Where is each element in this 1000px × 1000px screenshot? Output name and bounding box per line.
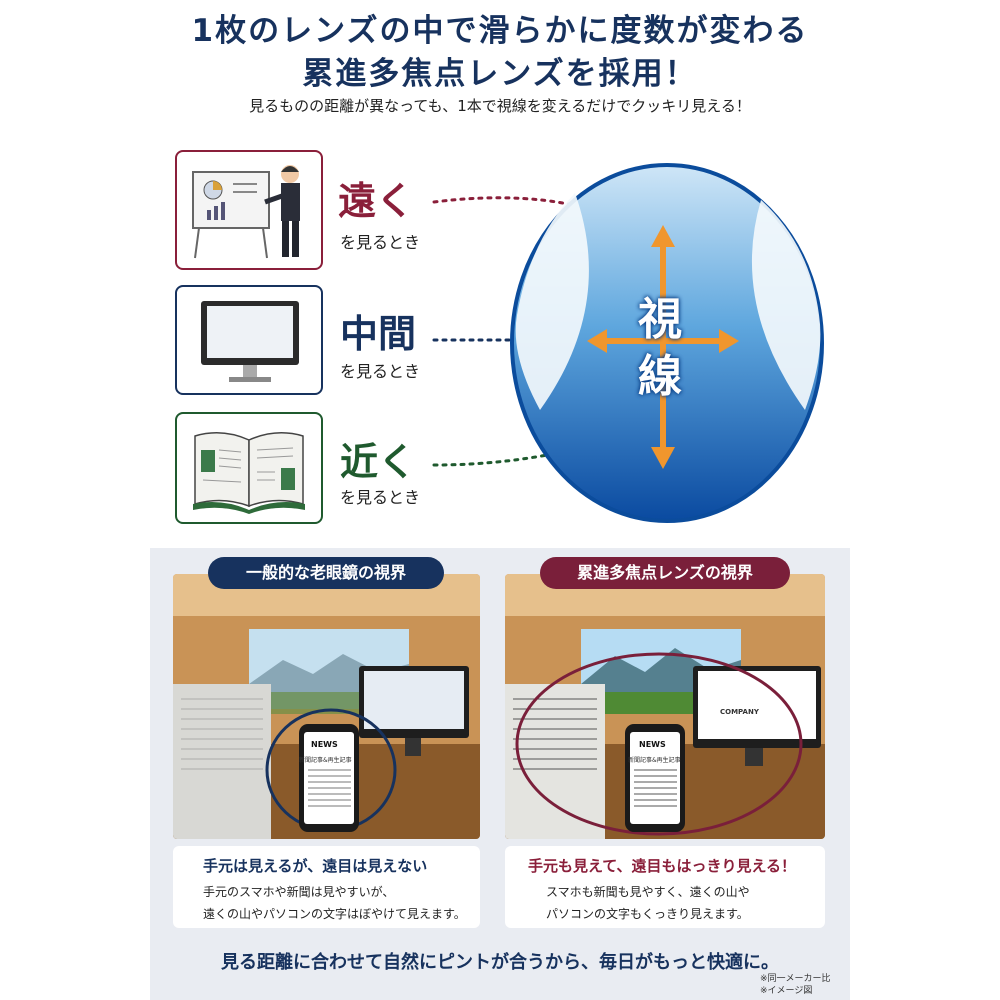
right-description-box <box>505 846 825 928</box>
left-panel-pill: 一般的な老眼鏡の視界 <box>208 557 444 589</box>
left-body-line2: 遠くの山やパソコンの文字はぼやけて見えます。 <box>203 907 466 921</box>
far-arrow <box>432 196 602 214</box>
middle-illustration-card <box>175 285 323 395</box>
middle-sub: を見るとき <box>340 362 421 381</box>
lens-char-1: 視 <box>638 294 682 345</box>
footer-note-2: ※イメージ図 <box>760 986 813 996</box>
lens-diagram <box>510 163 824 523</box>
left-phone-headline: 新聞記事&再生記事 <box>299 757 352 764</box>
title-line-1: 1枚のレンズの中で滑らかに度数が変わる <box>191 13 809 49</box>
left-heading: 手元は見えるが、遠目は見えない <box>203 857 428 875</box>
lens-left-blur <box>515 193 589 410</box>
far-illustration-card <box>175 150 323 270</box>
near-label: 近く <box>340 440 417 484</box>
left-description-box <box>173 846 480 928</box>
right-monitor-label: COMPANY <box>720 708 759 716</box>
footer-message: 見る距離に合わせて自然にピントが合うから、毎日がもっと快適に。 <box>221 952 779 973</box>
left-scene-photo <box>173 574 480 839</box>
presenter-illustration <box>192 165 300 259</box>
right-body-line1: スマホも新聞も見やすく、遠くの山や <box>546 885 750 899</box>
right-phone-headline: 新聞記事&再生記事 <box>628 757 681 764</box>
middle-label: 中間 <box>340 312 417 356</box>
right-scene-photo <box>505 574 825 839</box>
footer-note-1: ※同一メーカー比 <box>760 974 831 984</box>
left-phone-title: NEWS <box>311 740 338 749</box>
lens-char-2: 線 <box>638 351 682 402</box>
left-body-line1: 手元のスマホや新聞は見やすいが、 <box>203 885 395 899</box>
subtitle: 見るものの距離が異なっても、1本で視線を変えるだけでクッキリ見える！ <box>249 97 751 115</box>
book-illustration <box>193 432 305 514</box>
right-phone-title: NEWS <box>639 740 666 749</box>
near-arrow <box>432 446 582 467</box>
near-illustration-card <box>175 412 323 524</box>
lens-right-blur <box>751 200 821 410</box>
right-panel-pill: 累進多焦点レンズの視界 <box>540 557 790 589</box>
near-sub: を見るとき <box>340 488 421 507</box>
far-label: 遠く <box>338 179 415 223</box>
right-heading: 手元も見えて、遠目もはっきり見える！ <box>528 857 797 875</box>
monitor-illustration <box>201 301 299 382</box>
right-body-line2: パソコンの文字もくっきり見えます。 <box>546 907 749 921</box>
far-sub: を見るとき <box>340 233 421 252</box>
title-line-2: 累進多焦点レンズを採用！ <box>302 56 698 92</box>
